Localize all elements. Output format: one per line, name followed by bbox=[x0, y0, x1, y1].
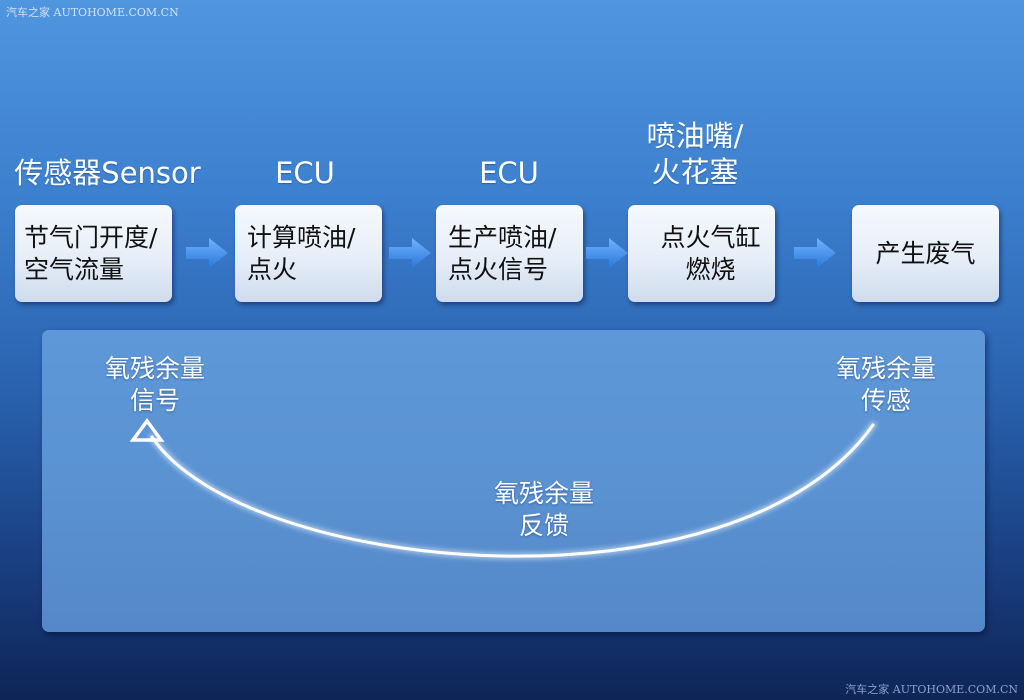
right-arrow-icon bbox=[586, 238, 628, 268]
stage-2-box-line-1: 计算喷油/ bbox=[247, 222, 356, 252]
stage-1-box-line-2: 空气流量 bbox=[24, 254, 125, 284]
oxygen-feedback-label: 氧残余量 反馈 bbox=[484, 478, 604, 542]
stage-3-heading-line: ECU bbox=[479, 156, 539, 190]
stage-4-box-line-1: 点火气缸 bbox=[660, 222, 761, 252]
stage-5-box-line-1: 产生废气 bbox=[875, 238, 976, 268]
stage-4-box: 点火气缸 燃烧 bbox=[628, 205, 775, 302]
triangle-marker-icon bbox=[129, 418, 165, 442]
oxygen-sensor-label-line-2: 传感 bbox=[860, 386, 911, 415]
stage-3-heading: ECU bbox=[436, 155, 582, 191]
stage-2-box: 计算喷油/ 点火 bbox=[235, 205, 382, 302]
oxygen-sensor-label: 氧残余量 传感 bbox=[826, 353, 946, 417]
right-arrow-icon bbox=[389, 238, 431, 268]
stage-2-heading: ECU bbox=[234, 155, 376, 191]
stage-2-heading-line: ECU bbox=[275, 156, 335, 190]
oxygen-feedback-label-line-2: 反馈 bbox=[518, 511, 569, 540]
watermark-bottom: 汽车之家 AUTOHOME.COM.CN bbox=[845, 683, 1018, 696]
stage-1-box: 节气门开度/ 空气流量 bbox=[15, 205, 172, 302]
stage-1-box-line-1: 节气门开度/ bbox=[24, 222, 158, 252]
right-arrow-icon bbox=[186, 238, 228, 268]
oxygen-signal-label-line-1: 氧残余量 bbox=[104, 354, 205, 383]
right-arrow-icon bbox=[794, 238, 836, 268]
stage-3-box-line-2: 点火信号 bbox=[448, 254, 549, 284]
stage-3-box-line-1: 生产喷油/ bbox=[448, 222, 557, 252]
oxygen-signal-label-line-2: 信号 bbox=[129, 386, 180, 415]
oxygen-sensor-label-line-1: 氧残余量 bbox=[835, 354, 936, 383]
watermark-top: 汽车之家 AUTOHOME.COM.CN bbox=[6, 6, 179, 19]
stage-1-heading-line: 传感器Sensor bbox=[14, 156, 201, 190]
stage-4-heading-line-2: 火花塞 bbox=[651, 155, 739, 190]
stage-3-box: 生产喷油/ 点火信号 bbox=[436, 205, 583, 302]
oxygen-feedback-label-line-1: 氧残余量 bbox=[493, 479, 594, 508]
oxygen-signal-label: 氧残余量 信号 bbox=[95, 353, 215, 417]
stage-4-heading: 喷油嘴/ 火花塞 bbox=[620, 118, 770, 191]
stage-1-heading: 传感器Sensor bbox=[10, 155, 205, 191]
stage-4-heading-line-1: 喷油嘴/ bbox=[646, 119, 744, 153]
stage-4-box-line-2: 燃烧 bbox=[685, 254, 736, 284]
stage-5-box: 产生废气 bbox=[852, 205, 999, 302]
stage-2-box-line-2: 点火 bbox=[247, 254, 298, 284]
